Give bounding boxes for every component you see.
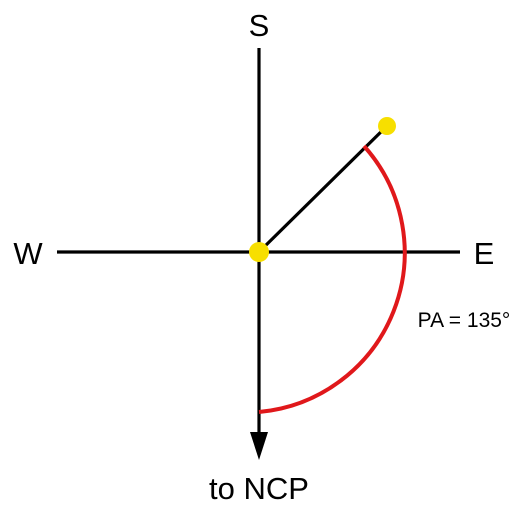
label-west: W (13, 236, 43, 271)
arrowhead-down-icon (250, 432, 268, 460)
label-east: E (474, 236, 495, 271)
center-dot-icon (249, 242, 269, 262)
pa-vector (257, 124, 389, 254)
star-dot-icon (378, 117, 396, 135)
label-position-angle: PA = 135° (418, 309, 511, 332)
label-ncp: to NCP (209, 471, 309, 506)
label-south: S (249, 8, 270, 43)
position-angle-arc (258, 144, 407, 414)
